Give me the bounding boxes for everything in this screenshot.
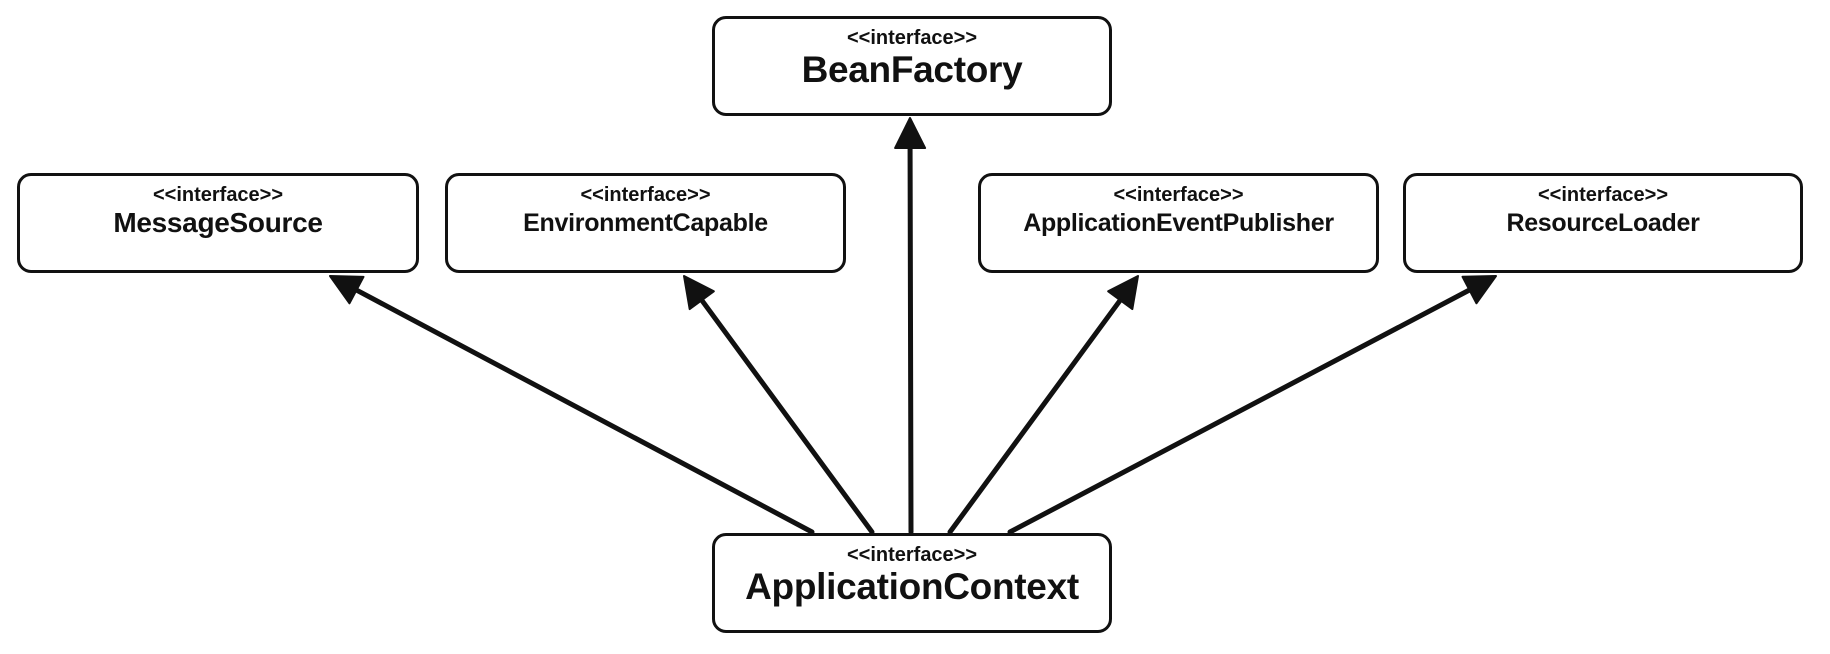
node-stereotype: <<interface>> [846, 27, 978, 49]
edge-environment-capable [699, 297, 875, 535]
node-message-source[interactable]: <<interface>> MessageSource [17, 173, 419, 273]
node-name: ApplicationContext [745, 566, 1079, 607]
node-name: MessageSource [113, 207, 323, 238]
node-stereotype: <<interface>> [580, 184, 711, 206]
node-name: EnvironmentCapable [523, 209, 768, 237]
node-name: ApplicationEventPublisher [1023, 209, 1334, 237]
node-stereotype: <<interface>> [1113, 184, 1244, 206]
node-application-event-publisher[interactable]: <<interface>> ApplicationEventPublisher [978, 173, 1379, 273]
arrowhead-bean-factory [894, 117, 927, 150]
node-resource-loader[interactable]: <<interface>> ResourceLoader [1403, 173, 1803, 273]
node-stereotype: <<interface>> [1537, 184, 1669, 206]
edge-message-source [353, 287, 815, 535]
arrowhead-resource-loader [1461, 275, 1497, 305]
edge-application-event-publisher [947, 297, 1123, 535]
node-name: BeanFactory [801, 49, 1023, 90]
node-bean-factory[interactable]: <<interface>> BeanFactory [712, 16, 1112, 116]
node-stereotype: <<interface>> [846, 544, 978, 566]
node-environment-capable[interactable]: <<interface>> EnvironmentCapable [445, 173, 846, 273]
arrowhead-environment-capable [683, 275, 715, 311]
arrowhead-application-event-publisher [1107, 275, 1139, 311]
arrowhead-message-source [329, 275, 365, 305]
node-stereotype: <<interface>> [152, 184, 284, 206]
node-name: ResourceLoader [1506, 209, 1700, 237]
node-application-context[interactable]: <<interface>> ApplicationContext [712, 533, 1112, 633]
edge-resource-loader [1007, 287, 1472, 535]
edge-bean-factory [907, 145, 914, 535]
